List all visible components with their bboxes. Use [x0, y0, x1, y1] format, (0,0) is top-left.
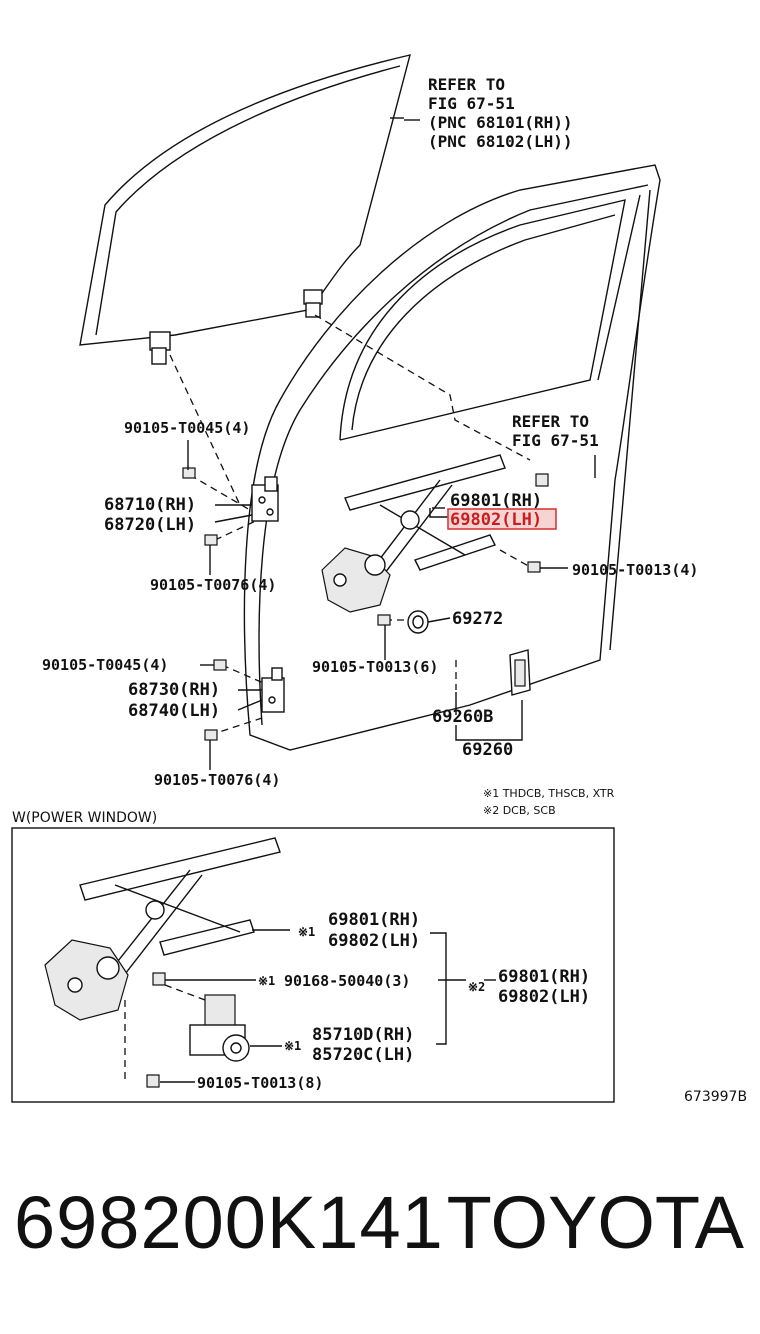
- inset-label-regulator-lh: 69802(LH): [328, 931, 420, 951]
- mark-1-screw: ※1: [258, 974, 275, 988]
- footer: 698200K141 TOYOTA: [0, 1180, 760, 1290]
- mark-1-regulator: ※1: [298, 925, 315, 939]
- refer-frame-line1: REFER TO: [512, 412, 589, 431]
- part-number: 698200K141: [14, 1181, 444, 1264]
- grommet: [407, 610, 429, 634]
- inset-label-screw: 90168-50040(3): [284, 972, 410, 990]
- note-2: ※2 DCB, SCB: [483, 804, 556, 817]
- refer-frame-line2: FIG 67-51: [512, 431, 599, 450]
- inset-label-assy-lh: 69802(LH): [498, 987, 590, 1007]
- mark-1-motor: ※1: [284, 1039, 301, 1053]
- inset-motor: [189, 994, 250, 1062]
- inset-bolt-icon: [146, 1074, 160, 1088]
- refer-glass-line3: (PNC 68101(RH)): [428, 113, 573, 132]
- refer-glass-line4: (PNC 68102(LH)): [428, 132, 573, 151]
- door-glass: [79, 54, 411, 365]
- label-hinge-lower-lh: 68740(LH): [128, 701, 220, 721]
- inset-label-motor-lh: 85720C(LH): [312, 1045, 414, 1065]
- bolt-icon: [182, 467, 549, 741]
- refer-glass-line1: REFER TO: [428, 75, 505, 94]
- inset-screw-icon: [152, 972, 166, 986]
- note-1: ※1 THDCB, THSCB, XTR: [483, 787, 615, 800]
- label-hinge-lower-rh: 68730(RH): [128, 680, 220, 700]
- label-handle-assy: 69260: [462, 740, 513, 760]
- window-regulator: [321, 454, 506, 613]
- inset-label-regulator-rh: 69801(RH): [328, 910, 420, 930]
- mark-2: ※2: [468, 980, 485, 994]
- highlight-box: [447, 508, 557, 530]
- label-regulator-rh: 69801(RH): [450, 491, 542, 511]
- label-grommet: 69272: [452, 609, 503, 629]
- label-bolt-regulator-lower: 90105-T0013(6): [312, 658, 438, 676]
- lower-hinge: [261, 667, 285, 713]
- inset-label-motor-rh: 85710D(RH): [312, 1025, 414, 1045]
- door-handle: [509, 649, 531, 696]
- label-bolt-upper-hinge: 90105-T0045(4): [124, 419, 250, 437]
- inset-label-bolt: 90105-T0013(8): [197, 1074, 323, 1092]
- figure-code: 673997B: [684, 1089, 747, 1105]
- inset-title: W(POWER WINDOW): [12, 810, 157, 826]
- label-bolt-lower-hinge: 90105-T0045(4): [42, 656, 168, 674]
- label-regulator-lh-highlighted: 69802(LH): [450, 510, 542, 530]
- label-handle: 69260B: [432, 707, 493, 727]
- label-hinge-upper-lh: 68720(LH): [104, 515, 196, 535]
- exploded-view-drawing: REFER TO FIG 67-51 (PNC 68101(RH)) (PNC …: [11, 54, 747, 1105]
- door-frame: [243, 164, 661, 751]
- upper-hinge: [251, 476, 279, 522]
- inset-label-assy-rh: 69801(RH): [498, 967, 590, 987]
- inset-regulator: [44, 837, 281, 1021]
- label-bolt-lower-hinge-lower: 90105-T0076(4): [154, 771, 280, 789]
- refer-glass-line2: FIG 67-51: [428, 94, 515, 113]
- inset-frame: [11, 827, 615, 1103]
- label-hinge-upper-rh: 68710(RH): [104, 495, 196, 515]
- label-bolt-upper-hinge-lower: 90105-T0076(4): [150, 576, 276, 594]
- label-bolt-regulator: 90105-T0013(4): [572, 561, 698, 579]
- brand-name: TOYOTA: [446, 1181, 744, 1264]
